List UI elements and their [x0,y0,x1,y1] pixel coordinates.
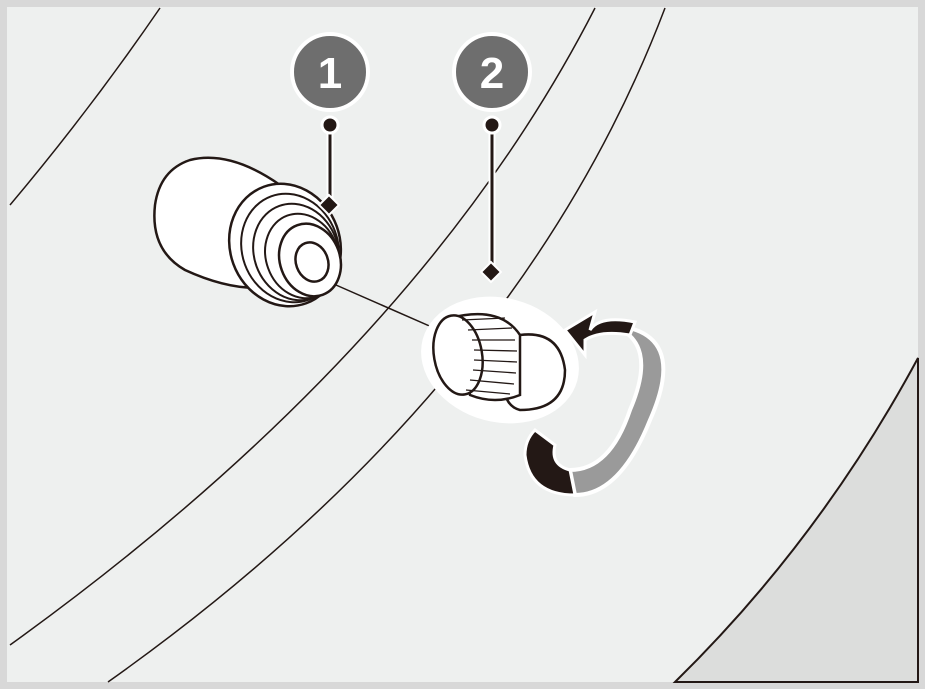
callout-1-badge [290,32,370,112]
valve-cap [421,296,579,424]
tire-outer-region [672,357,919,683]
axis-line [319,277,451,336]
callout-2-badge [452,32,532,112]
callout-2: 2 [452,32,532,284]
callout-1-label: 1 [318,49,342,98]
rim-line-1 [9,7,161,206]
rim-line-2 [9,7,596,646]
callout-2-label: 2 [480,49,504,98]
rotate-arrow-icon [523,308,666,498]
callout-1: 1 [290,32,370,217]
valve-stem [153,156,343,308]
